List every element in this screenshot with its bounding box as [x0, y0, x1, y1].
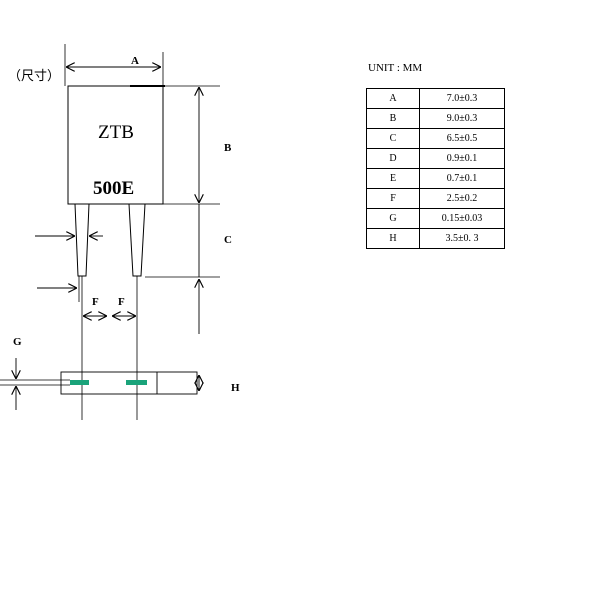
dimension-value: 2.5±0.2 [419, 188, 505, 209]
table-row: B 9.0±0.3 [366, 108, 505, 129]
dimension-key: D [366, 148, 420, 169]
table-row: H 3.5±0. 3 [366, 228, 505, 249]
lead-left [74, 203, 90, 277]
lead-right [128, 203, 146, 277]
dimension-label-g: G [13, 336, 22, 348]
dimension-key: H [366, 228, 420, 249]
solder-pad-left [70, 380, 89, 385]
table-row: D 0.9±0.1 [366, 148, 505, 169]
dimension-label-h: H [231, 382, 240, 394]
component-outline-drawing: （尺寸） ZTB 500E A B C F F G H [0, 44, 240, 420]
dimension-key: B [366, 108, 420, 129]
dimension-value: 0.7±0.1 [419, 168, 505, 189]
dimension-spec-table: A 7.0±0.3 B 9.0±0.3 C 6.5±0.5 D 0.9±0.1 … [366, 88, 505, 249]
dimension-key: F [366, 188, 420, 209]
dimension-label-b: B [224, 142, 232, 154]
solder-pad-right [126, 380, 147, 385]
component-body [67, 85, 164, 205]
dimension-value: 7.0±0.3 [419, 88, 505, 109]
size-note: （尺寸） [8, 68, 60, 83]
dimension-value: 6.5±0.5 [419, 128, 505, 149]
dimension-key: C [366, 128, 420, 149]
table-row: A 7.0±0.3 [366, 88, 505, 109]
dimension-label-a: A [131, 55, 139, 67]
table-row: G 0.15±0.03 [366, 208, 505, 229]
dimension-label-f-right: F [118, 296, 125, 308]
table-row: E 0.7±0.1 [366, 168, 505, 189]
dimension-label-c: C [224, 234, 232, 246]
dimension-value: 0.15±0.03 [419, 208, 505, 229]
table-row: F 2.5±0.2 [366, 188, 505, 209]
part-bottom-label: 500E [93, 178, 134, 199]
dimension-key: G [366, 208, 420, 229]
dimension-key: E [366, 168, 420, 189]
table-row: C 6.5±0.5 [366, 128, 505, 149]
part-top-label: ZTB [98, 122, 134, 143]
dimension-value: 9.0±0.3 [419, 108, 505, 129]
dimension-value: 3.5±0. 3 [419, 228, 505, 249]
dimension-key: A [366, 88, 420, 109]
unit-label: UNIT : MM [368, 62, 423, 74]
dimension-value: 0.9±0.1 [419, 148, 505, 169]
dimension-label-f-left: F [92, 296, 99, 308]
